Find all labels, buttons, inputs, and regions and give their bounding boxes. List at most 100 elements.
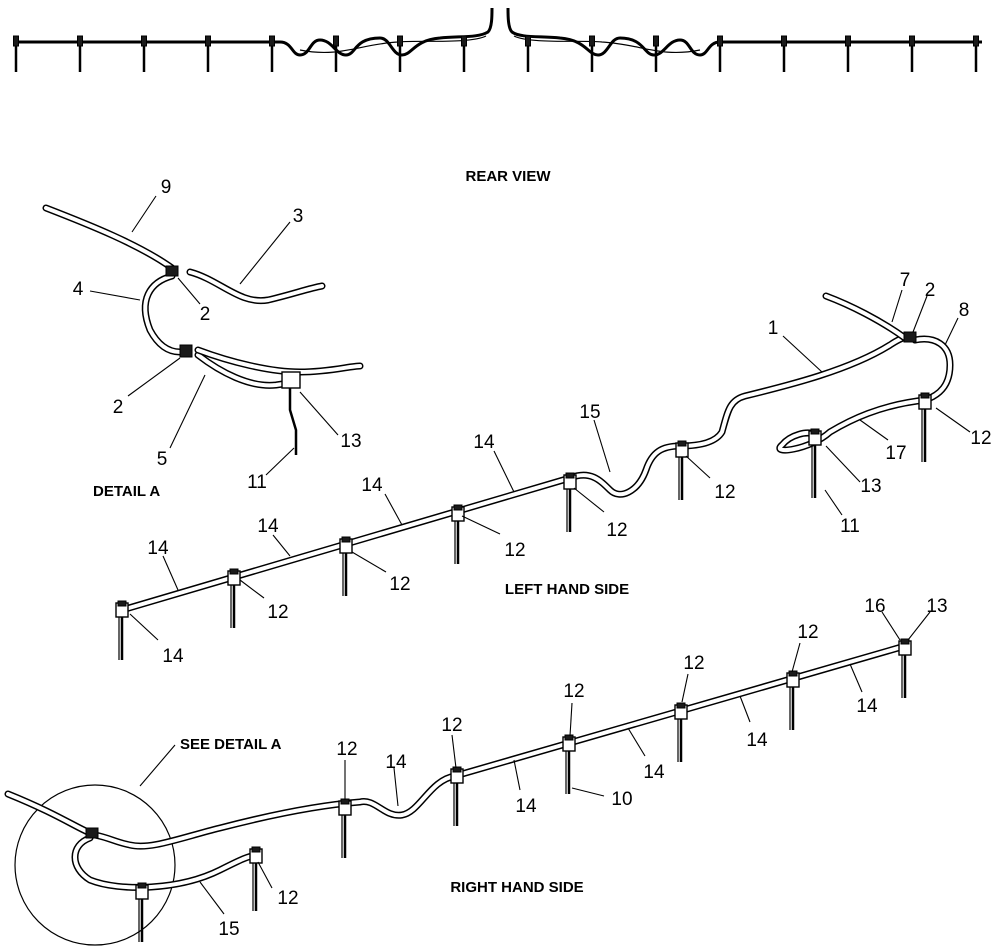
callout-label: 12 <box>683 653 704 674</box>
rhs-nozzle-cap <box>676 702 686 709</box>
callout-label: 12 <box>797 622 818 643</box>
callout-label: 4 <box>73 279 84 300</box>
callout-label: 9 <box>161 177 172 198</box>
callout-label: 15 <box>218 919 239 940</box>
rhs-nozzle-cap <box>564 734 574 741</box>
lhs-nozzle <box>115 600 129 660</box>
callout-label: 2 <box>925 280 936 301</box>
rear-view <box>13 7 982 72</box>
rhs-nozzle-cap <box>251 846 261 853</box>
rhs-nozzle <box>898 638 912 698</box>
callout-label: 2 <box>200 304 211 325</box>
rear-view-drop-top <box>205 35 211 47</box>
rear-view-boom-right <box>506 7 982 57</box>
callout-label: 14 <box>856 696 878 717</box>
callout-label: 12 <box>267 602 288 623</box>
rhs-nozzle-cap <box>788 670 798 677</box>
callout-label: 12 <box>441 715 462 736</box>
callout-label: 12 <box>970 428 991 449</box>
rhs-clamp <box>85 827 99 839</box>
lhs-callouts: 7 2 8 1 12 17 13 11 15 14 12 12 14 12 14… <box>129 270 992 667</box>
callout-label: 3 <box>293 206 304 227</box>
lhs-nozzle <box>675 440 689 500</box>
callout-label: 11 <box>247 472 267 493</box>
callout-label: 17 <box>885 443 906 464</box>
callout-label: 10 <box>611 789 632 810</box>
see-detail-a-circle <box>14 784 176 946</box>
rhs-nozzle-cap <box>452 766 462 773</box>
callout-label: 12 <box>336 739 357 760</box>
rhs-nozzle-bodies <box>135 638 912 942</box>
rear-view-nozzle-drops <box>13 35 979 72</box>
rear-view-drop-top <box>717 35 723 47</box>
rear-view-drop-top <box>781 35 787 47</box>
left-hand-side-assembly <box>115 292 954 660</box>
rhs-nozzle <box>249 846 263 911</box>
lhs-nozzle-cap <box>453 504 463 511</box>
rear-view-drop-top <box>269 35 275 47</box>
lhs-nozzle <box>563 472 577 532</box>
rhs-nozzle <box>450 766 464 826</box>
callout-label: 8 <box>959 300 970 321</box>
callout-label: 13 <box>340 431 361 452</box>
callout-label: 16 <box>864 596 885 617</box>
callout-label: 14 <box>515 796 537 817</box>
callout-label: 2 <box>113 397 124 418</box>
lhs-nozzle-cap <box>810 428 820 435</box>
detail-clamp-upper <box>165 265 179 277</box>
lhs-nozzle <box>451 504 465 564</box>
callout-label: 7 <box>900 270 911 291</box>
detail-nozzle-body <box>281 371 301 389</box>
rhs-nozzle <box>338 798 352 858</box>
detail-a-callouts: 9 3 4 2 2 5 13 11 <box>73 177 362 493</box>
rhs-nozzle-cap <box>137 882 147 889</box>
right-hand-side-assembly <box>4 638 912 946</box>
callout-label: 14 <box>257 516 279 537</box>
rear-view-boom-left <box>16 7 494 57</box>
callout-label: 13 <box>926 596 947 617</box>
lhs-nozzle-cap <box>920 392 930 399</box>
lhs-nozzle <box>227 568 241 628</box>
rhs-nozzle <box>786 670 800 730</box>
rear-view-drop-top <box>461 35 467 47</box>
rear-view-hose-right <box>513 35 701 53</box>
lhs-nozzle <box>808 428 822 498</box>
rear-view-drop-top <box>845 35 851 47</box>
detail-tube-3 <box>186 268 326 305</box>
callout-label: 15 <box>579 402 600 423</box>
rear-view-drop-top <box>13 35 19 47</box>
lhs-clamp <box>903 331 917 343</box>
callout-label: 12 <box>277 888 298 909</box>
rear-view-drop-top <box>525 35 531 47</box>
see-detail-a-leader <box>139 744 176 787</box>
lhs-nozzle-cap <box>565 472 575 479</box>
rear-view-drop-top <box>909 35 915 47</box>
detail-nozzle-drop-11 <box>288 388 298 455</box>
callout-label: 14 <box>385 752 407 773</box>
rhs-nozzle <box>562 734 576 794</box>
detail-a-title: DETAIL A <box>93 483 160 500</box>
rhs-callouts: 16 13 12 14 12 14 12 14 12 14 12 10 14 1… <box>199 596 948 940</box>
callout-label: 11 <box>840 516 860 537</box>
rear-view-title: REAR VIEW <box>465 168 551 185</box>
callout-label: 12 <box>563 681 584 702</box>
callout-label: 1 <box>768 318 779 339</box>
lhs-nozzle <box>339 536 353 596</box>
left-hand-side-title: LEFT HAND SIDE <box>505 581 629 598</box>
rear-view-drop-top <box>397 35 403 47</box>
rhs-nozzle <box>135 882 149 942</box>
callout-label: 12 <box>714 482 735 503</box>
detail-a-assembly <box>42 204 364 455</box>
rear-view-drop-top <box>653 35 659 47</box>
rhs-nozzle <box>674 702 688 762</box>
lhs-nozzle-cap <box>229 568 239 575</box>
lhs-nozzle-bodies <box>115 392 932 660</box>
lhs-nozzle <box>918 392 932 462</box>
callout-label: 14 <box>162 646 184 667</box>
callout-label: 13 <box>860 476 881 497</box>
rear-view-drop-top <box>333 35 339 47</box>
callout-label: 12 <box>504 540 525 561</box>
callout-label: 14 <box>746 730 768 751</box>
lhs-nozzle-cap <box>677 440 687 447</box>
